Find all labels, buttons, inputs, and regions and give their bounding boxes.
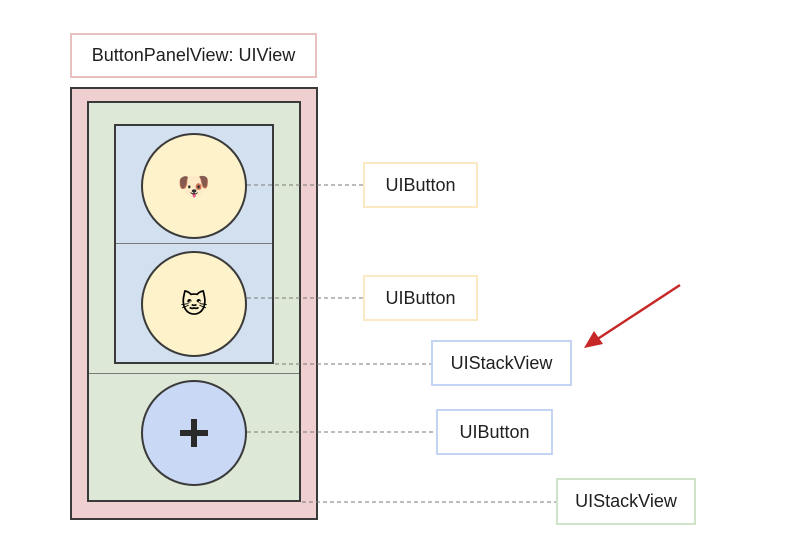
inner-stack-divider	[116, 243, 272, 244]
button-label-1: UIButton	[363, 162, 478, 208]
inner-stack-view-label: UIStackView	[431, 340, 572, 386]
button-label-3: UIButton	[436, 409, 553, 455]
cat-button[interactable]: 🐱	[141, 251, 247, 357]
add-button[interactable]	[141, 380, 247, 486]
button-label-2: UIButton	[363, 275, 478, 321]
dog-button[interactable]: 🐶	[141, 133, 247, 239]
outer-stack-view-label: UIStackView	[556, 478, 696, 525]
outer-stack-divider	[89, 373, 299, 374]
plus-icon	[180, 419, 208, 447]
red-arrow-head	[584, 331, 603, 348]
red-arrow-shaft	[595, 283, 681, 342]
button-panel-view-label: ButtonPanelView: UIView	[70, 33, 317, 78]
cat-face-icon: 🐱	[180, 288, 208, 319]
dog-face-icon: 🐶	[177, 170, 211, 201]
